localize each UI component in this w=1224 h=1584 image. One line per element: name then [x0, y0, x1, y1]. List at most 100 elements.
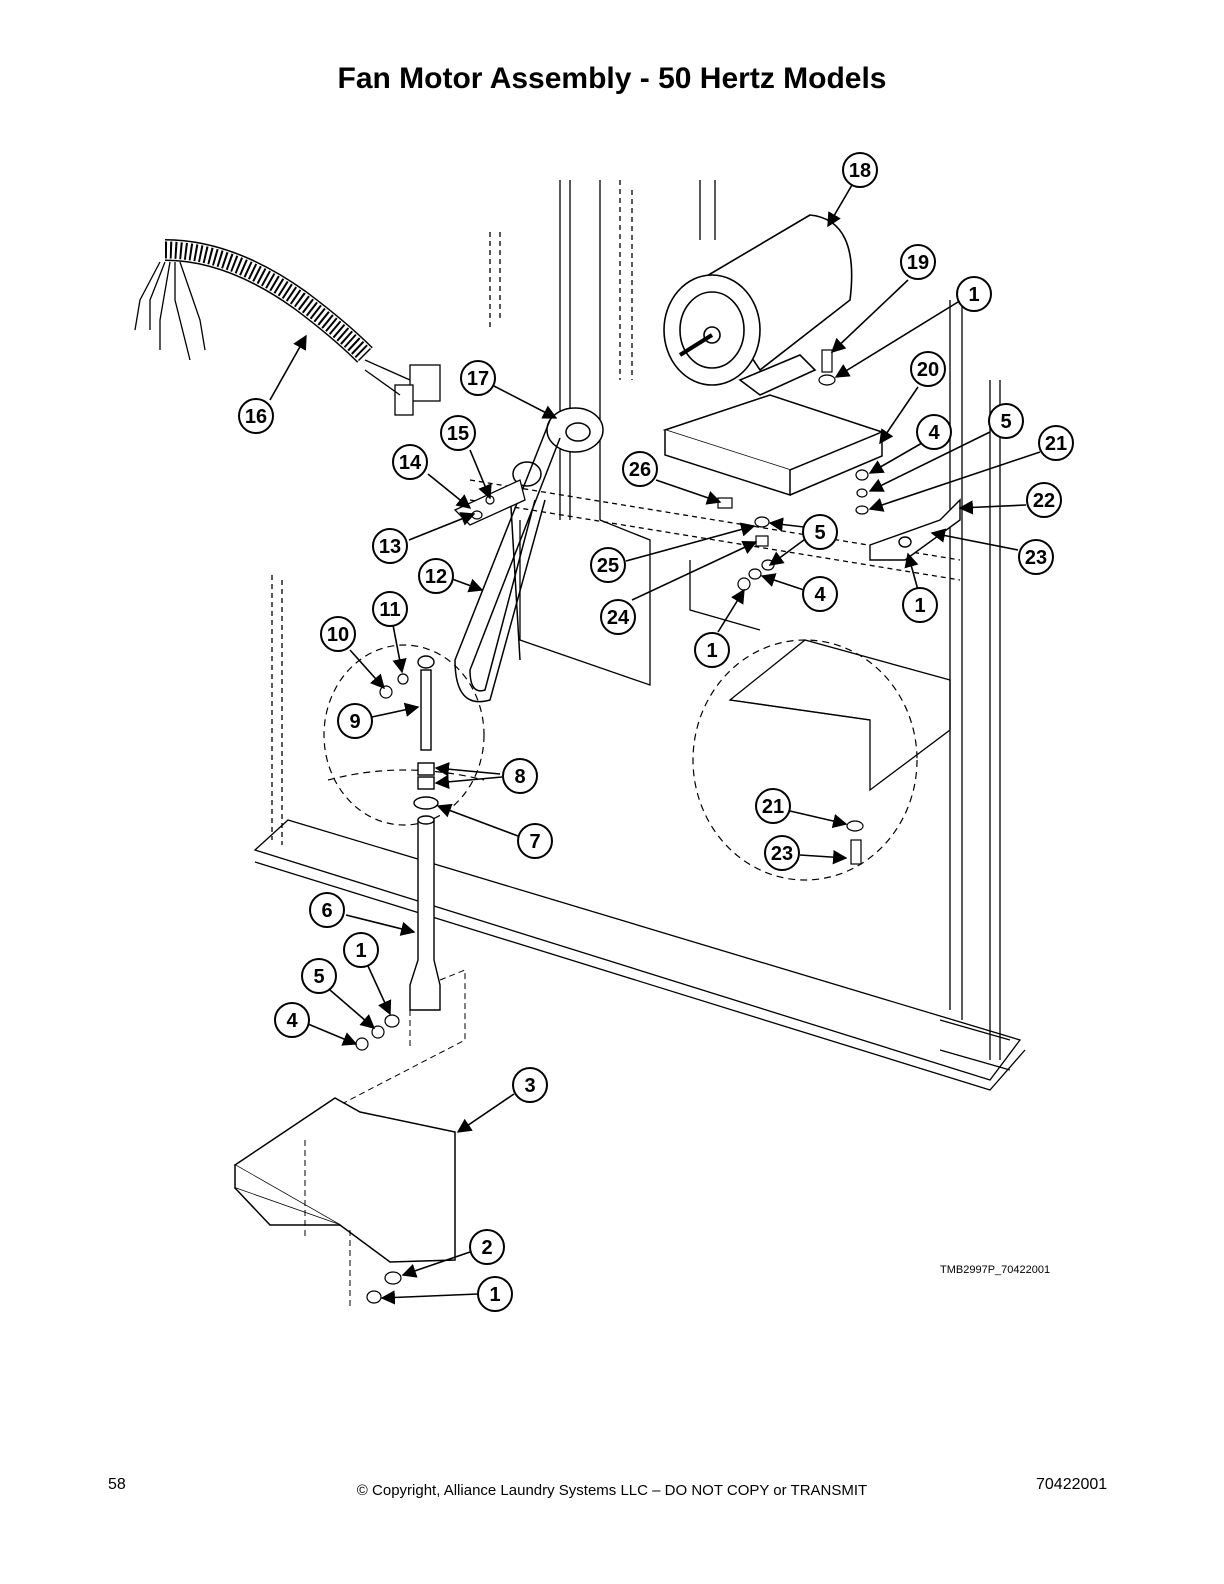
callout-circle — [517, 823, 553, 859]
callout-number: 8 — [514, 766, 525, 788]
callout-circle — [900, 244, 936, 280]
callout-number: 17 — [467, 368, 489, 390]
callout-number: 5 — [1000, 411, 1011, 433]
callout-21: 21 — [1038, 425, 1074, 461]
callout-11: 11 — [372, 591, 408, 627]
callout-15: 15 — [440, 415, 476, 451]
callout-13: 13 — [372, 528, 408, 564]
callout-circle — [755, 788, 791, 824]
callout-number: 23 — [1025, 547, 1047, 569]
callout-number: 25 — [597, 555, 619, 577]
callout-number: 4 — [286, 1010, 298, 1032]
callout-9: 9 — [337, 703, 373, 739]
callout-number: 1 — [968, 284, 979, 306]
callout-1: 1 — [956, 276, 992, 312]
callout-circle — [590, 547, 626, 583]
callout-number: 1 — [914, 595, 925, 617]
callout-number: 23 — [771, 843, 793, 865]
callout-1: 1 — [343, 932, 379, 968]
page-title: Fan Motor Assembly - 50 Hertz Models — [337, 62, 887, 95]
callout-number: 12 — [425, 566, 447, 588]
callout-number: 2 — [481, 1237, 492, 1259]
callout-circle — [320, 616, 356, 652]
wiring-harness — [134, 239, 441, 416]
callout-16: 16 — [238, 398, 274, 434]
callout-8: 8 — [502, 758, 538, 794]
callout-circle — [460, 360, 496, 396]
bottom-mounting-bracket — [233, 1097, 456, 1263]
callout-14: 14 — [392, 444, 428, 480]
callout-18: 18 — [842, 152, 878, 188]
callout-circle — [902, 587, 938, 623]
callout-circle — [477, 1276, 513, 1312]
side-bracket — [869, 498, 961, 561]
fan-motor — [663, 214, 853, 396]
callout-circle — [469, 1229, 505, 1265]
callout-number: 6 — [321, 900, 332, 922]
callout-23: 23 — [764, 835, 800, 871]
callout-circle — [622, 451, 658, 487]
fan-housing-outlines — [323, 639, 918, 881]
callout-number: 13 — [379, 536, 401, 558]
callout-number: 15 — [447, 423, 469, 445]
callout-number: 1 — [355, 940, 366, 962]
callout-22: 22 — [1026, 482, 1062, 518]
callout-circle — [343, 932, 379, 968]
callout-number: 19 — [907, 252, 929, 274]
callout-circle — [392, 444, 428, 480]
callout-number: 1 — [489, 1284, 500, 1306]
callout-number: 9 — [349, 711, 360, 733]
callout-number: 21 — [1045, 433, 1067, 455]
callout-20: 20 — [910, 351, 946, 387]
callout-circle — [309, 892, 345, 928]
hardware-parts — [355, 349, 869, 1304]
callout-circle — [274, 1002, 310, 1038]
callout-circle — [502, 758, 538, 794]
callout-1: 1 — [477, 1276, 513, 1312]
callout-circle — [842, 152, 878, 188]
callout-number: 10 — [327, 624, 349, 646]
callout-circle — [440, 415, 476, 451]
callout-circle — [1038, 425, 1074, 461]
pulley-and-belt — [454, 407, 604, 703]
callout-4: 4 — [274, 1002, 310, 1038]
callout-circle — [910, 351, 946, 387]
page-number: 58 — [108, 1476, 126, 1493]
callout-19: 19 — [900, 244, 936, 280]
motor-base-plate — [662, 394, 885, 497]
callout-circle — [802, 514, 838, 550]
callout-number: 20 — [917, 359, 939, 381]
drawing-id: TMB2997P_70422001 — [940, 1264, 1051, 1276]
callout-number: 18 — [849, 160, 871, 182]
callout-circle — [988, 403, 1024, 439]
callout-number: 16 — [245, 406, 267, 428]
callout-number: 11 — [379, 599, 400, 621]
callout-12: 12 — [418, 558, 454, 594]
callout-4: 4 — [916, 414, 952, 450]
callout-number: 5 — [814, 522, 825, 544]
callout-1: 1 — [694, 632, 730, 668]
right-shroud — [728, 639, 951, 792]
callout-circle — [238, 398, 274, 434]
callout-number: 22 — [1033, 490, 1055, 512]
callout-6: 6 — [309, 892, 345, 928]
callout-24: 24 — [600, 599, 636, 635]
callout-circle — [372, 591, 408, 627]
callout-7: 7 — [517, 823, 553, 859]
callout-5: 5 — [988, 403, 1024, 439]
callout-4: 4 — [802, 576, 838, 612]
callout-circle — [1018, 539, 1054, 575]
callout-5: 5 — [802, 514, 838, 550]
callout-number: 1 — [706, 640, 717, 662]
cabinet-frame — [253, 180, 1026, 1091]
callout-number: 21 — [762, 796, 784, 818]
callout-23: 23 — [1018, 539, 1054, 575]
callout-circle — [512, 1067, 548, 1103]
callout-10: 10 — [320, 616, 356, 652]
copyright-notice: © Copyright, Alliance Laundry Systems LL… — [356, 1482, 868, 1499]
callout-2: 2 — [469, 1229, 505, 1265]
callout-number: 3 — [524, 1075, 535, 1097]
callout-3: 3 — [512, 1067, 548, 1103]
callout-number: 26 — [629, 459, 651, 481]
